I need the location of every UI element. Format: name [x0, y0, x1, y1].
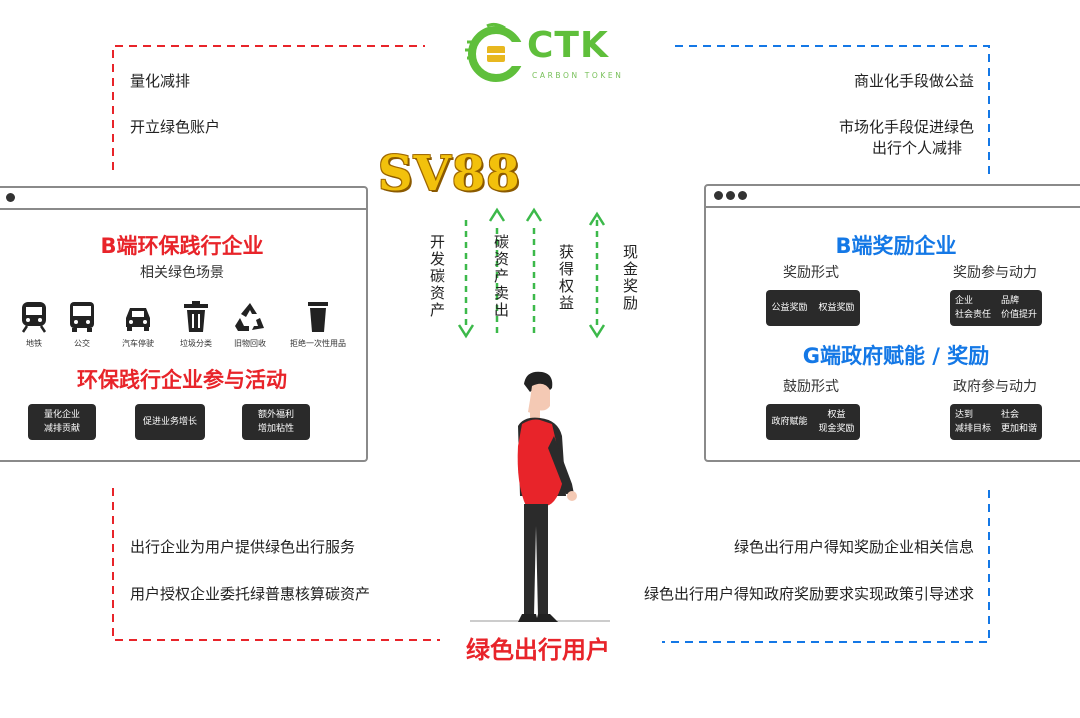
government-title: G端政府赋能 / 奖励	[802, 344, 990, 368]
right-top-text-1: 商业化手段做公益	[853, 72, 974, 90]
left-window-subtitle: 相关绿色场景	[140, 265, 224, 281]
left-window-titlebar	[0, 188, 366, 210]
subway-icon	[21, 302, 47, 333]
recycle-icon	[235, 303, 264, 331]
left-bottom-dashed-line	[112, 488, 440, 641]
government-motivation-chip: 达到减排目标 社会更加和谐	[950, 404, 1042, 440]
scene-label: 垃圾分类	[180, 339, 212, 348]
scene-trash: 垃圾分类	[166, 300, 226, 349]
activity-chip-3: 额外福利增加粘性	[242, 404, 310, 440]
window-dot	[714, 191, 723, 200]
right-window: B端奖励企业 奖励形式 奖励参与动力 公益奖励 权益奖励 企业社会责任 品牌价值…	[704, 184, 1080, 462]
person-illustration	[517, 371, 577, 622]
window-dot	[6, 193, 15, 202]
window-dot	[726, 191, 735, 200]
right-top-text-2: 市场化手段促进绿色	[838, 118, 974, 136]
ctk-logo-icon	[465, 22, 523, 82]
right-top-text-3: 出行个人减排	[871, 139, 962, 157]
arrow-down-4-head-bottom	[588, 324, 606, 339]
logo-subtitle: CARBON TOKEN	[532, 71, 624, 80]
left-bottom-text-1: 出行企业为用户提供绿色出行服务	[130, 538, 356, 556]
arrow-down-1-head	[457, 324, 475, 339]
right-bottom-text-1: 绿色出行用户得知奖励企业相关信息	[733, 538, 974, 556]
scene-cup: 拒绝一次性用品	[282, 300, 354, 349]
scene-label: 拒绝一次性用品	[290, 339, 346, 348]
scene-label: 公交	[74, 339, 90, 348]
reward-form-chip: 公益奖励 权益奖励	[766, 290, 860, 326]
scene-recycle: 旧物回收	[220, 300, 280, 349]
window-dot	[738, 191, 747, 200]
reward-motivation-chip: 企业社会责任 品牌价值提升	[950, 290, 1042, 326]
right-window-titlebar	[706, 186, 1080, 208]
left-top-text-2: 开立绿色账户	[130, 118, 221, 136]
arrow-up-2-head	[488, 207, 506, 222]
logo-name: CTK	[527, 25, 609, 66]
scene-bus: 公交	[52, 300, 112, 349]
arrow-label-cash-reward: 现金奖励	[621, 244, 639, 312]
cup-icon	[308, 302, 328, 332]
arrow-label-develop-carbon: 开发碳资产	[428, 234, 446, 319]
activities-title: 环保践行企业参与活动	[77, 368, 287, 392]
bottom-title: 绿色出行用户	[466, 636, 610, 664]
left-window: B端环保践行企业 相关绿色场景 地铁 公交 汽车停驶	[0, 186, 368, 462]
arrow-up-3-head	[525, 207, 543, 222]
encourage-form-chip: 政府赋能 权益现金奖励	[766, 404, 860, 440]
watermark-text: SV88	[378, 146, 521, 202]
left-top-text-1: 量化减排	[130, 72, 191, 90]
arrow-label-gain-rights: 获得权益	[557, 244, 575, 312]
encourage-form-label: 鼓励形式	[783, 379, 839, 395]
bus-icon	[70, 302, 94, 332]
scene-car: 汽车停驶	[108, 300, 168, 349]
right-bottom-text-2: 绿色出行用户得知政府奖励要求实现政策引导述求	[643, 585, 974, 603]
right-top-dashed-line	[675, 45, 990, 178]
scene-label: 汽车停驶	[122, 339, 154, 348]
activity-chip-1: 量化企业减排贡献	[28, 404, 96, 440]
left-window-title: B端环保践行企业	[100, 234, 264, 258]
arrow-label-sell-carbon: 碳资产卖出	[492, 234, 510, 319]
left-bottom-text-2: 用户授权企业委托绿普惠核算碳资产	[130, 585, 371, 603]
right-window-title: B端奖励企业	[835, 234, 957, 258]
activity-chip-2: 促进业务增长	[135, 404, 205, 440]
reward-form-label: 奖励形式	[783, 265, 839, 281]
arrow-down-4-head	[588, 211, 606, 226]
reward-motivation-label: 奖励参与动力	[953, 265, 1037, 281]
government-motivation-label: 政府参与动力	[953, 379, 1037, 395]
scene-label: 旧物回收	[234, 339, 266, 348]
right-bottom-dashed-line	[662, 490, 990, 643]
scene-subway: 地铁	[4, 300, 64, 349]
scene-label: 地铁	[26, 339, 42, 348]
trash-bin-icon	[184, 301, 208, 332]
car-icon	[126, 308, 150, 331]
